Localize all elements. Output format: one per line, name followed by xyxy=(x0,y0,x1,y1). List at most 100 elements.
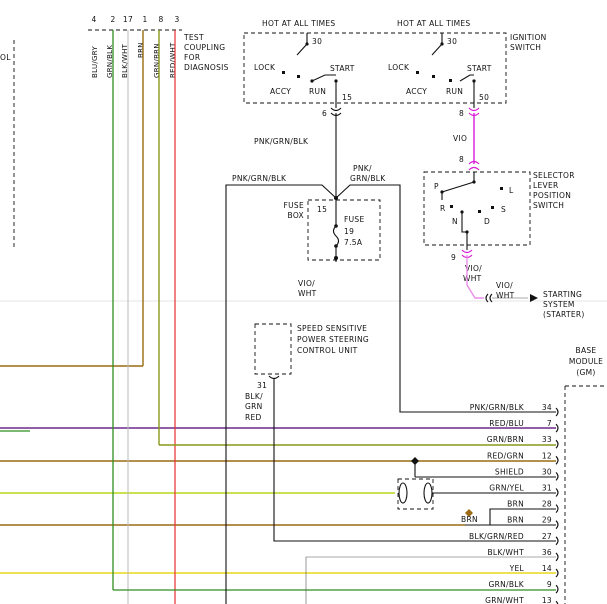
selector-title: LEVER xyxy=(533,181,559,190)
module-connector xyxy=(555,600,559,604)
start-label: START xyxy=(467,64,492,73)
wire-pnk-grn-blk-right xyxy=(335,184,556,413)
module-pin-number: 28 xyxy=(542,500,552,509)
wire-label-grn-blk: GRN/BLK xyxy=(350,174,386,183)
selector-node xyxy=(465,230,469,234)
wire-label-vio-wht: VIO/ xyxy=(496,281,513,290)
module-wire-label: GRN/BRN xyxy=(487,435,524,444)
module-pin-number: 13 xyxy=(542,596,552,604)
ignition-switch: HOT AT ALL TIMES HOT AT ALL TIMES IGNITI… xyxy=(243,19,547,118)
lock-label: LOCK xyxy=(254,63,276,72)
module-connector xyxy=(555,407,559,417)
position-r: R xyxy=(440,204,446,213)
ignition-switch-title: IGNITION xyxy=(510,33,547,42)
ignition-switch-frame xyxy=(243,32,507,104)
wire-label-pnk-grn-blk: PNK/GRN/BLK xyxy=(232,174,287,183)
position-p: P xyxy=(434,182,439,191)
fuse-label: FUSE xyxy=(344,215,365,224)
contact-dot xyxy=(297,75,300,78)
position-s: S xyxy=(501,205,506,214)
switch-pivot xyxy=(305,42,309,46)
base-module: BASE MODULE (GM) xyxy=(564,346,607,604)
module-pin-number: 27 xyxy=(542,532,552,541)
left-fragment-label: OL xyxy=(0,53,11,62)
module-connector xyxy=(555,504,559,513)
module-pin-number: 14 xyxy=(542,564,552,573)
module-pin-number: 29 xyxy=(542,516,552,525)
pin-30-label: 30 xyxy=(447,37,457,46)
selector-pin-9: 9 xyxy=(451,253,456,262)
run-label: RUN xyxy=(446,87,463,96)
hot-at-all-times-label: HOT AT ALL TIMES xyxy=(262,19,335,28)
position-l: L xyxy=(509,186,514,195)
wire-vio-wht-to-starter xyxy=(466,255,484,299)
pin-number: 3 xyxy=(174,15,179,24)
wire-label: GRN/BLK xyxy=(106,45,114,78)
fuse-label: 19 xyxy=(344,227,354,236)
pin-number: 1 xyxy=(142,15,147,24)
position-dot xyxy=(491,206,494,209)
selector-lever-switch: VIO 8 SELECTOR LEVER POSITION SWITCH P L… xyxy=(423,113,585,319)
shield-twist xyxy=(423,482,433,504)
top-pin-column: OL 4 2 17 1 8 3 BLU/GRY GRN/BLK BLK/WHT … xyxy=(0,15,556,604)
wire-label-pnk-grn-blk: PNK/GRN/BLK xyxy=(254,137,309,146)
wire-label: RED/WHT xyxy=(169,42,177,78)
wire-label-vio-wht: WHT xyxy=(298,289,317,298)
module-wire-label: BLK/WHT xyxy=(487,548,524,557)
selector-title: POSITION xyxy=(533,191,571,200)
wire-pnk-grn-blk-left xyxy=(225,184,337,604)
module-connector xyxy=(555,584,559,594)
fuse-element xyxy=(332,225,340,247)
pin-8-label: 8 xyxy=(459,109,464,118)
test-coupling-label: COUPLING xyxy=(184,43,225,52)
speed-unit-title: CONTROL UNIT xyxy=(297,346,358,355)
selector-frame xyxy=(423,171,531,246)
selector-title: SELECTOR xyxy=(533,171,575,180)
contact-dot xyxy=(282,71,285,74)
base-module-title: BASE xyxy=(576,346,597,355)
fuse-label: 7.5A xyxy=(344,238,363,247)
pin-50-label: 50 xyxy=(479,93,489,102)
module-pin-number: 31 xyxy=(542,484,552,493)
brn-splice-diamond-icon xyxy=(465,509,473,517)
selector-title: SWITCH xyxy=(533,201,564,210)
wire-label: GRN/BRN xyxy=(153,43,161,78)
lock-label: LOCK xyxy=(388,63,410,72)
wire-label-vio-wht: WHT xyxy=(463,274,482,283)
module-connector xyxy=(555,568,559,578)
contact-node xyxy=(310,79,314,83)
pin-30-label: 30 xyxy=(312,37,322,46)
position-dot xyxy=(450,205,453,208)
selector-node xyxy=(440,190,444,194)
contact-dot xyxy=(432,75,435,78)
wire-label: BLK/WHT xyxy=(121,43,129,78)
fuse-node xyxy=(334,244,338,248)
module-connector xyxy=(555,455,559,465)
starting-system-label: (STARTER) xyxy=(543,310,585,319)
contact-dot xyxy=(416,71,419,74)
module-wire-label: BRN xyxy=(507,516,524,525)
starter-arrow-icon xyxy=(530,294,538,302)
neutral-contact xyxy=(461,212,467,233)
wire-label-vio-wht: VIO/ xyxy=(298,279,315,288)
pin-6-label: 6 xyxy=(322,109,327,118)
pin-number: 8 xyxy=(158,15,163,24)
module-pin-row: BLK/WHT 36 xyxy=(487,548,559,562)
wire-label: BLU/GRY xyxy=(91,46,99,78)
selector-pin-8: 8 xyxy=(459,155,464,164)
position-d: D xyxy=(484,217,490,226)
selector-node xyxy=(460,210,464,214)
speed-unit-pin: 31 xyxy=(257,381,267,390)
module-pin-number: 30 xyxy=(542,467,552,476)
module-connector xyxy=(555,488,559,497)
module-pin-number: 36 xyxy=(542,548,552,557)
